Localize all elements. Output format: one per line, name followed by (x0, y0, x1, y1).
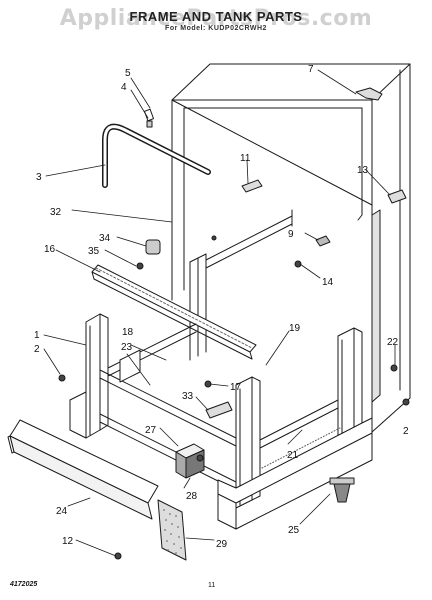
screws (58, 235, 410, 560)
diagram-title: FRAME AND TANK PARTS (129, 9, 303, 24)
callout-27: 27 (145, 425, 157, 436)
frame-back (189, 209, 293, 361)
callout-19: 19 (289, 323, 301, 334)
callout-25: 25 (288, 525, 300, 536)
callout-2-left: 2 (34, 344, 40, 355)
callout-2-right: 2 (403, 426, 409, 437)
callout-35: 35 (88, 246, 100, 257)
callout-17: 17 (230, 382, 242, 393)
diagram-subtitle: For Model: KUDP02CRWH2 (165, 25, 267, 32)
callout-29: 29 (216, 539, 228, 550)
callout-16: 16 (44, 244, 56, 255)
page-number: 11 (208, 582, 216, 589)
insulation-pad (157, 499, 187, 561)
leader-lines (43, 69, 396, 557)
callout-7: 7 (308, 64, 314, 75)
callout-9: 9 (288, 229, 294, 240)
tub-gasket (102, 123, 211, 188)
callout-33: 33 (182, 391, 194, 402)
callout-12: 12 (62, 536, 74, 547)
callout-3: 3 (36, 172, 42, 183)
callout-34: 34 (99, 233, 111, 244)
figure-code: 4172025 (10, 581, 38, 588)
callout-22: 22 (387, 337, 399, 348)
callout-4: 4 (121, 82, 127, 93)
callout-13: 13 (357, 165, 369, 176)
callout-5: 5 (125, 68, 131, 79)
callout-14: 14 (322, 277, 334, 288)
callout-28: 28 (186, 491, 198, 502)
tank-outline (171, 63, 411, 433)
callout-24: 24 (56, 506, 68, 517)
watermark: AppliancePartsPros.com (59, 6, 373, 31)
callout-labels: 1 2 2 3 4 5 7 9 11 12 13 14 16 17 18 19 … (34, 64, 409, 550)
front-panel (7, 419, 159, 520)
side-rail (91, 264, 257, 360)
callout-1: 1 (34, 330, 40, 341)
callout-18: 18 (122, 327, 134, 338)
callout-32: 32 (50, 207, 62, 218)
callout-23: 23 (121, 342, 133, 353)
frame-left (69, 313, 241, 491)
callout-11: 11 (240, 153, 251, 164)
frame-right (217, 327, 373, 530)
callout-21: 21 (287, 450, 299, 461)
